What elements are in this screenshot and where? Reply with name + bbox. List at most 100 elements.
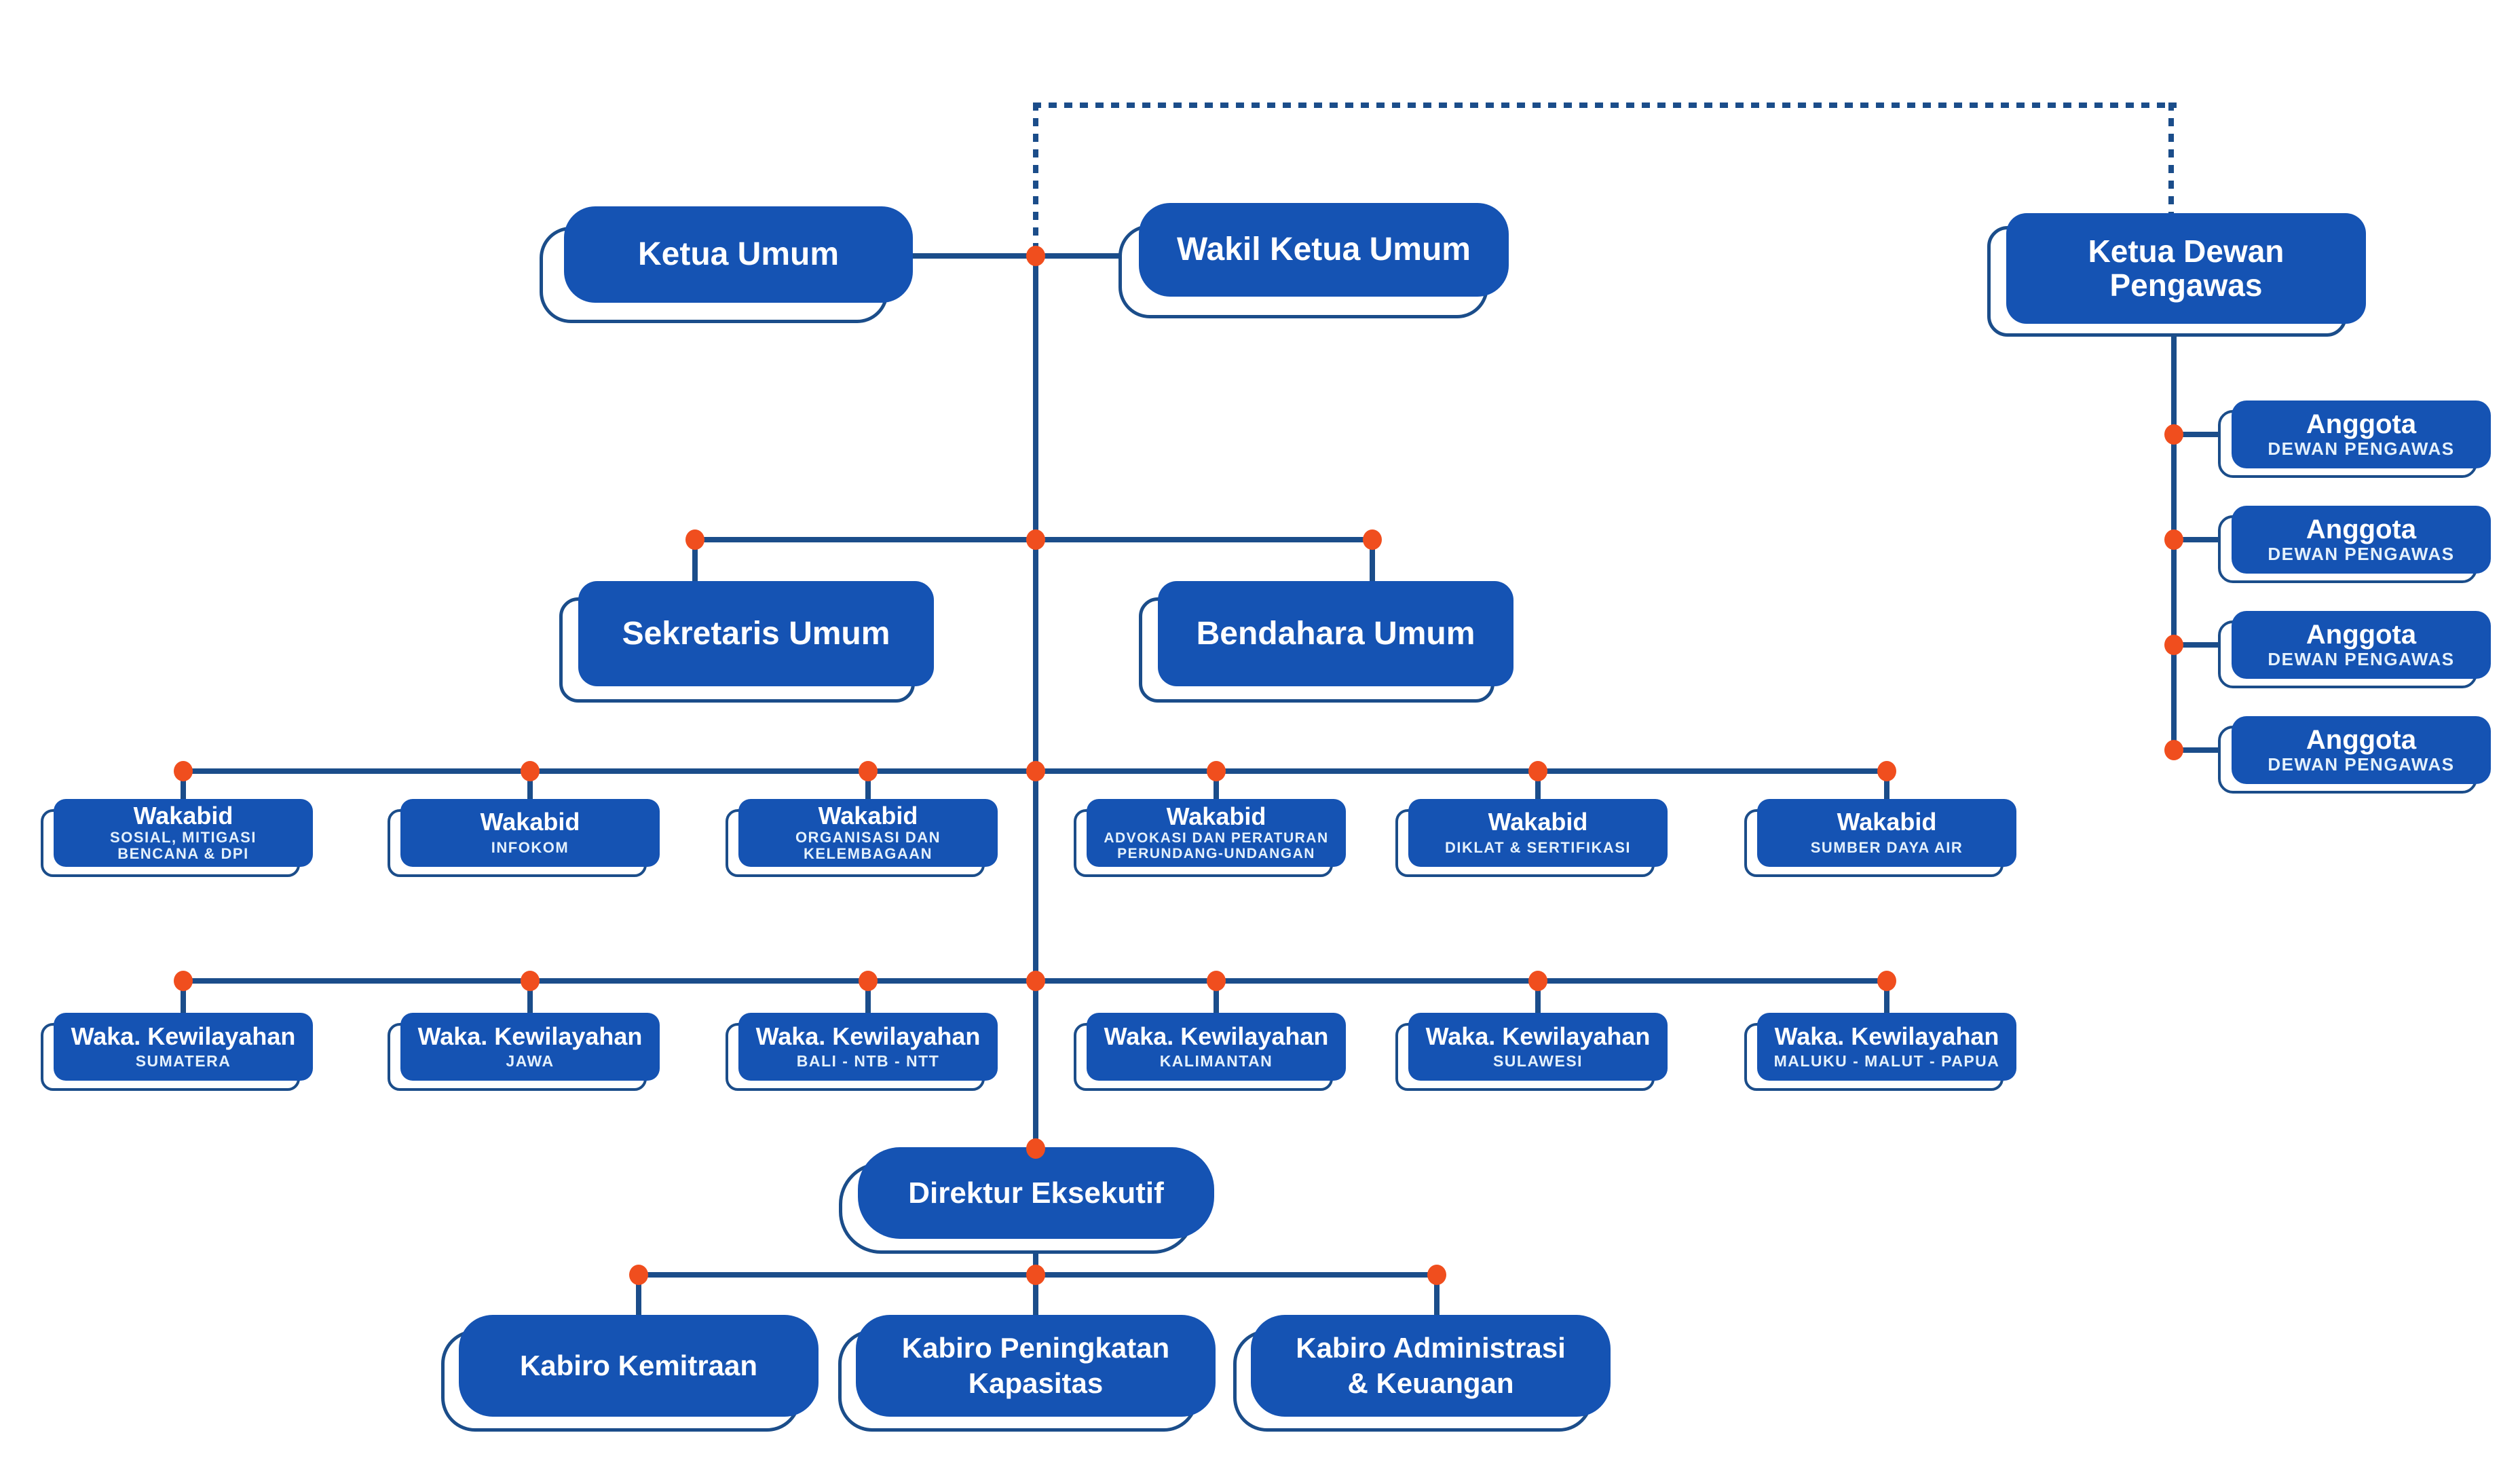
connector-stub-bendahara [1370, 540, 1375, 584]
node-title: Bendahara Umum [1196, 615, 1475, 652]
connector-stub-anggota-2 [2174, 537, 2234, 542]
org-node-anggota-dewan-pengawas-3: Anggota DEWAN PENGAWAS [2218, 611, 2491, 688]
connector-stub-kabiro-1 [636, 1275, 641, 1318]
junction-dot [1026, 246, 1045, 266]
connector-stub-wakabid-6 [1884, 771, 1889, 802]
connector-stub-wakabid-3 [865, 771, 871, 802]
org-node-sekretaris-umum: Sekretaris Umum [559, 581, 934, 703]
org-node-wakabid-infokom: Wakabid INFOKOM [388, 799, 660, 877]
node-subtitle: DIKLAT & SERTIFIKASI [1444, 839, 1632, 857]
org-node-wakabid-diklat: Wakabid DIKLAT & SERTIFIKASI [1395, 799, 1668, 877]
connector-stub-wakabid-2 [527, 771, 533, 802]
junction-dot [1026, 971, 1045, 991]
node-title: Anggota [2306, 514, 2417, 544]
junction-dot [2164, 529, 2183, 550]
connector-stub-waka-2 [527, 981, 533, 1016]
node-subtitle: DEWAN PENGAWAS [2268, 439, 2455, 460]
org-node-wakabid-advokasi: Wakabid ADVOKASI DAN PERATURAN PERUNDANG… [1074, 799, 1346, 877]
node-title: Kabiro Peningkatan Kapasitas [901, 1331, 1170, 1400]
connector-spine [1033, 253, 1038, 1149]
dotted-connector-right-drop [2168, 103, 2174, 216]
junction-dot [521, 971, 540, 991]
junction-dot [1207, 971, 1226, 991]
junction-dot [1427, 1265, 1446, 1285]
dotted-connector-top [1033, 103, 2177, 108]
org-node-ketua-umum: Ketua Umum [540, 206, 913, 323]
org-node-ketua-dewan-pengawas: Ketua Dewan Pengawas [1987, 213, 2366, 337]
connector-stub-sekretaris [692, 540, 698, 584]
org-node-waka-sulawesi: Waka. Kewilayahan SULAWESI [1395, 1013, 1668, 1091]
junction-dot [1528, 761, 1547, 781]
node-title: Wakabid [133, 801, 233, 830]
node-subtitle: ORGANISASI DAN KELEMBAGAAN [795, 828, 941, 863]
org-node-kabiro-administrasi-keuangan: Kabiro Administrasi & Keuangan [1233, 1315, 1611, 1432]
node-subtitle: SULAWESI [1492, 1051, 1583, 1070]
node-title: Waka. Kewilayahan [71, 1022, 296, 1050]
junction-dot [1363, 529, 1382, 550]
node-title: Direktur Eksekutif [908, 1176, 1164, 1210]
node-title: Kabiro Kemitraan [519, 1349, 758, 1382]
connector-stub-kabiro-3 [1434, 1275, 1440, 1318]
junction-dot [629, 1265, 648, 1285]
junction-dot [174, 761, 193, 781]
connector-stub-waka-4 [1214, 981, 1219, 1016]
org-node-anggota-dewan-pengawas-1: Anggota DEWAN PENGAWAS [2218, 401, 2491, 478]
node-subtitle: SOSIAL, MITIGASI BENCANA & DPI [110, 828, 257, 863]
connector-stub-wakabid-1 [181, 771, 186, 802]
node-title: Wakabid [1837, 808, 1937, 836]
node-subtitle: INFOKOM [491, 839, 569, 857]
connector-stub-anggota-1 [2174, 432, 2234, 437]
junction-dot [1026, 761, 1045, 781]
org-node-anggota-dewan-pengawas-4: Anggota DEWAN PENGAWAS [2218, 716, 2491, 794]
org-node-wakabid-sumber-daya-air: Wakabid SUMBER DAYA AIR [1744, 799, 2016, 877]
connector-stub-waka-3 [865, 981, 871, 1016]
connector-stub-wakabid-5 [1535, 771, 1541, 802]
node-title: Waka. Kewilayahan [1774, 1022, 1999, 1050]
node-title: Waka. Kewilayahan [417, 1022, 643, 1050]
node-title: Wakabid [480, 808, 580, 836]
node-title: Anggota [2306, 619, 2417, 650]
node-title: Sekretaris Umum [622, 615, 890, 652]
junction-dot [1026, 529, 1045, 550]
org-node-waka-sumatera: Waka. Kewilayahan SUMATERA [41, 1013, 313, 1091]
connector-stub-anggota-3 [2174, 642, 2234, 648]
node-title: Wakabid [1488, 808, 1588, 836]
node-subtitle: MALUKU - MALUT - PAPUA [1773, 1051, 2000, 1070]
node-subtitle: ADVOKASI DAN PERATURAN PERUNDANG-UNDANGA… [1104, 830, 1329, 862]
org-node-waka-bali-ntb-ntt: Waka. Kewilayahan BALI - NTB - NTT [726, 1013, 998, 1091]
junction-dot [2164, 424, 2183, 445]
node-title: Wakil Ketua Umum [1177, 231, 1471, 268]
connector-stub-waka-5 [1535, 981, 1541, 1016]
org-node-wakabid-organisasi: Wakabid ORGANISASI DAN KELEMBAGAAN [726, 799, 998, 877]
node-subtitle: SUMATERA [135, 1051, 231, 1070]
node-title: Waka. Kewilayahan [755, 1022, 981, 1050]
node-title: Waka. Kewilayahan [1104, 1022, 1329, 1050]
node-title: Anggota [2306, 409, 2417, 439]
node-title: Kabiro Administrasi & Keuangan [1296, 1331, 1566, 1400]
node-subtitle: BALI - NTB - NTT [796, 1051, 940, 1070]
org-node-anggota-dewan-pengawas-2: Anggota DEWAN PENGAWAS [2218, 506, 2491, 583]
org-node-kabiro-peningkatan-kapasitas: Kabiro Peningkatan Kapasitas [838, 1315, 1216, 1432]
org-node-bendahara-umum: Bendahara Umum [1139, 581, 1513, 703]
dotted-connector-left-drop [1033, 103, 1038, 256]
junction-dot [521, 761, 540, 781]
junction-dot [174, 971, 193, 991]
junction-dot [1026, 1138, 1045, 1159]
org-node-wakil-ketua-umum: Wakil Ketua Umum [1118, 203, 1509, 318]
org-node-waka-maluku-malut-papua: Waka. Kewilayahan MALUKU - MALUT - PAPUA [1744, 1013, 2016, 1091]
junction-dot [859, 971, 878, 991]
node-subtitle: SUMBER DAYA AIR [1810, 839, 1963, 857]
connector-stub-anggota-4 [2174, 747, 2234, 753]
junction-dot [1877, 971, 1896, 991]
node-title: Anggota [2306, 724, 2417, 755]
connector-direktur-drop [1033, 1239, 1038, 1275]
node-subtitle: DEWAN PENGAWAS [2268, 544, 2455, 565]
org-node-waka-jawa: Waka. Kewilayahan JAWA [388, 1013, 660, 1091]
junction-dot [1528, 971, 1547, 991]
junction-dot [685, 529, 704, 550]
junction-dot [859, 761, 878, 781]
node-title: Wakabid [1166, 802, 1266, 831]
junction-dot [2164, 740, 2183, 760]
node-title: Waka. Kewilayahan [1425, 1022, 1651, 1050]
